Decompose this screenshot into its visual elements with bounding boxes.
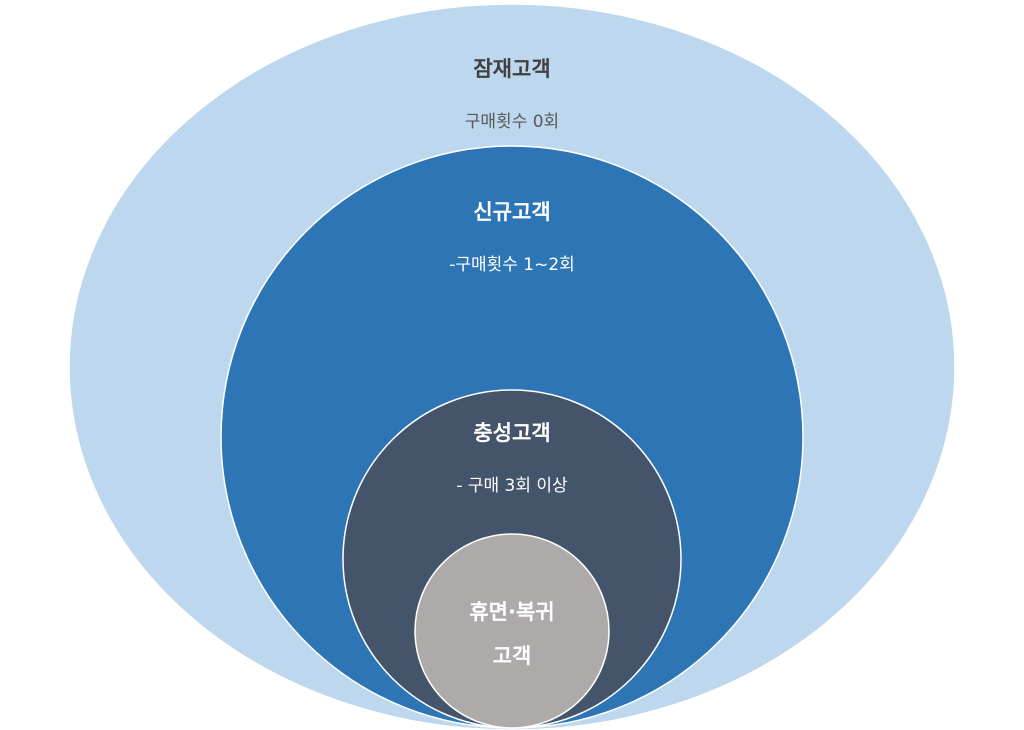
new-customer-desc: -구매횟수 1~2회 (449, 255, 575, 275)
new-customer-title: 신규고객 (473, 200, 551, 224)
dormant-returning-title-line1: 휴면·복귀 (469, 600, 555, 624)
loyal-customer-desc: - 구매 3회 이상 (456, 476, 568, 496)
dormant-returning-title-line2: 고객 (492, 644, 532, 668)
loyal-customer-title: 충성고객 (473, 421, 551, 445)
dormant-returning-customer-circle (414, 533, 610, 729)
potential-customer-title: 잠재고객 (473, 57, 551, 81)
potential-customer-desc: 구매횟수 0회 (464, 112, 560, 132)
